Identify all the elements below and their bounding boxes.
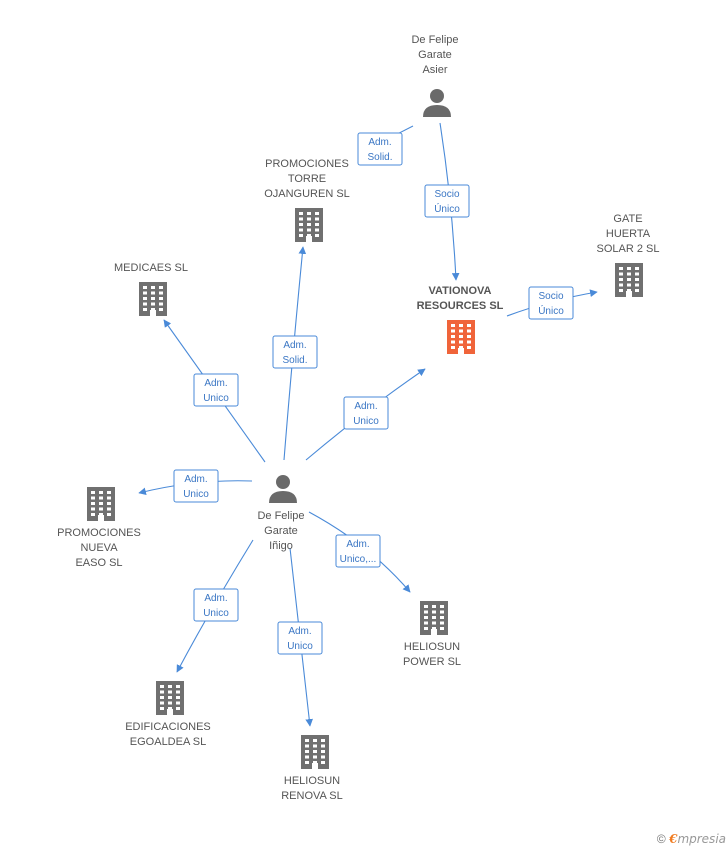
building-icon	[87, 487, 115, 521]
edge-label-text: Solid.	[282, 355, 307, 366]
person-icon	[269, 475, 297, 503]
node-label-line: VATIONOVA	[429, 285, 492, 297]
edge-inigo-renova[interactable]: Adm. Unico	[277, 547, 323, 727]
node-renova[interactable]: HELIOSUN RENOVA SL	[281, 735, 343, 802]
person-icon	[423, 89, 451, 117]
node-label-line: Asier	[422, 64, 447, 76]
edge-label-text: Adm.	[184, 474, 207, 485]
edge-label-text: Adm.	[354, 401, 377, 412]
edge-label-box[interactable]	[528, 286, 574, 320]
building-icon	[420, 601, 448, 635]
edge-label-text: Unico	[203, 393, 229, 404]
node-label-line: OJANGUREN SL	[264, 188, 350, 200]
building-icon	[447, 320, 475, 354]
edge-label-text: Adm.	[288, 626, 311, 637]
node-power[interactable]: HELIOSUN POWER SL	[403, 601, 461, 668]
edge-label-box[interactable]	[193, 373, 239, 407]
node-medicaes[interactable]: MEDICAES SL	[114, 262, 188, 316]
node-label-line: EDIFICACIONES	[125, 721, 211, 733]
node-label-line: EASO SL	[75, 557, 122, 569]
node-torre[interactable]: PROMOCIONES TORRE OJANGUREN SL	[264, 158, 350, 242]
node-label-line: RESOURCES SL	[417, 300, 504, 312]
edge-label-text: Unico,...	[340, 554, 377, 565]
copyright-symbol: ©	[656, 832, 666, 846]
node-label-line: RENOVA SL	[281, 790, 343, 802]
building-icon	[156, 681, 184, 715]
building-icon	[615, 263, 643, 297]
brand-initial[interactable]: €	[669, 832, 678, 846]
edge-inigo-vationova[interactable]: Adm. Unico	[305, 368, 426, 461]
node-egoaldea[interactable]: EDIFICACIONES EGOALDEA SL	[125, 681, 211, 748]
building-icon	[139, 282, 167, 316]
edge-label-text: Socio	[538, 291, 563, 302]
edge-label-box[interactable]	[424, 184, 470, 218]
node-label-line: Iñigo	[269, 540, 293, 552]
edge-label-text: Único	[434, 202, 460, 215]
brand-name[interactable]: mpresia	[677, 832, 726, 846]
node-easo[interactable]: PROMOCIONES NUEVA EASO SL	[57, 487, 141, 569]
edge-label-text: Único	[538, 304, 564, 317]
edge-label-box[interactable]	[173, 469, 219, 503]
edge-label-text: Socio	[434, 189, 459, 200]
edge-label-text: Adm.	[346, 539, 369, 550]
edge-label-text: Unico	[183, 489, 209, 500]
edge-label-box[interactable]	[343, 396, 389, 430]
node-label-line: De Felipe	[257, 510, 304, 522]
edge-asier-torre[interactable]: Adm. Solid.	[357, 125, 414, 166]
edge-inigo-easo[interactable]: Adm. Unico	[138, 469, 253, 503]
node-label-line: De Felipe	[411, 34, 458, 46]
node-label-line: PROMOCIONES	[57, 527, 141, 539]
edge-label-text: Adm.	[204, 593, 227, 604]
edge-label-box[interactable]	[272, 335, 318, 369]
node-gate[interactable]: GATE HUERTA SOLAR 2 SL	[597, 213, 660, 297]
node-label-line: Garate	[418, 49, 452, 61]
edge-label-text: Solid.	[367, 152, 392, 163]
node-label-line: SOLAR 2 SL	[597, 243, 660, 255]
footer-credit: © €mpresia	[657, 832, 726, 846]
edge-label-text: Unico	[203, 608, 229, 619]
edge-label-box[interactable]	[335, 534, 381, 568]
edge-label-text: Adm.	[368, 137, 391, 148]
node-label-line: HELIOSUN	[284, 775, 340, 787]
node-label-line: PROMOCIONES	[265, 158, 349, 170]
edge-label-box[interactable]	[193, 588, 239, 622]
edge-inigo-medicaes[interactable]: Adm. Unico	[163, 319, 266, 463]
building-icon	[301, 735, 329, 769]
node-vationova[interactable]: VATIONOVA RESOURCES SL	[417, 285, 504, 354]
edge-label-box[interactable]	[357, 132, 403, 166]
edge-label-text: Adm.	[204, 378, 227, 389]
edge-label-box[interactable]	[277, 621, 323, 655]
node-label-line: Garate	[264, 525, 298, 537]
edge-label-text: Adm.	[283, 340, 306, 351]
edge-inigo-torre[interactable]: Adm. Solid.	[272, 246, 318, 461]
node-label-line: HUERTA	[606, 228, 651, 240]
building-icon	[295, 208, 323, 242]
node-label-line: GATE	[613, 213, 642, 225]
edge-inigo-egoaldea[interactable]: Adm. Unico	[176, 539, 254, 673]
node-label-line: HELIOSUN	[404, 641, 460, 653]
node-label-line: TORRE	[288, 173, 326, 185]
node-label-line: MEDICAES SL	[114, 262, 188, 274]
node-label-line: NUEVA	[80, 542, 118, 554]
node-label-line: EGOALDEA SL	[130, 736, 206, 748]
edge-inigo-power[interactable]: Adm. Unico,...	[308, 511, 411, 593]
edge-label-text: Unico	[353, 416, 379, 427]
edge-label-text: Unico	[287, 641, 313, 652]
node-label-line: POWER SL	[403, 656, 461, 668]
